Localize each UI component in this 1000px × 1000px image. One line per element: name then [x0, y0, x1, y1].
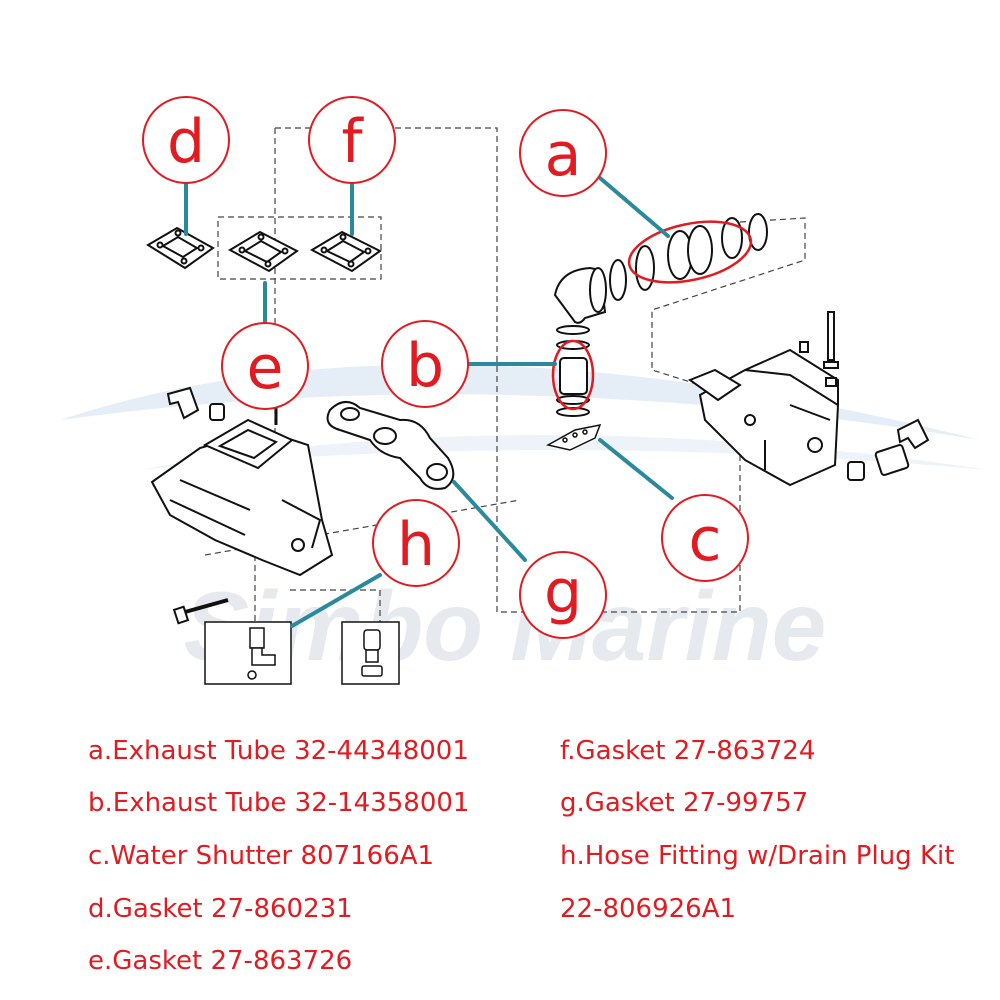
gasket-e: [227, 230, 299, 273]
legend-item-g: g.Gasket 27-99757: [560, 788, 809, 818]
callout-b: b: [381, 320, 469, 408]
callout-d: d: [142, 96, 230, 184]
hose-fitting-box: [204, 621, 292, 685]
callout-b-letter: b: [406, 331, 444, 401]
elbow-hardware: [799, 311, 930, 481]
callout-c: c: [661, 494, 749, 582]
legend-item-b: b.Exhaust Tube 32-14358001: [88, 788, 470, 818]
exhaust-manifold: [150, 418, 334, 577]
callout-c-letter: c: [689, 505, 722, 575]
leader-lines: [184, 176, 674, 628]
legend-item-f: f.Gasket 27-863724: [560, 736, 816, 766]
elbow-fitting-small: [166, 386, 225, 421]
gasket-g: [326, 401, 455, 490]
callout-e-letter: e: [247, 333, 284, 403]
callout-g-letter: g: [544, 557, 582, 627]
legend-item-c: c.Water Shutter 807166A1: [88, 841, 435, 871]
callout-d-letter: d: [167, 107, 205, 177]
callout-a-letter: a: [545, 120, 582, 190]
long-bolt: [172, 598, 229, 625]
exhaust-elbow: [687, 348, 840, 487]
callout-h-letter: h: [397, 510, 435, 580]
water-shutter-c: [545, 423, 602, 451]
gasket-f: [309, 230, 382, 273]
exhaust-tube-a: [553, 213, 768, 324]
background-swoosh-lower: [140, 435, 990, 470]
callout-e: e: [221, 322, 309, 410]
callout-f: f: [308, 96, 396, 184]
gasket-d: [146, 226, 215, 270]
callout-g: g: [519, 551, 607, 639]
tube-b-highlight: [551, 339, 595, 411]
callout-h: h: [372, 499, 460, 587]
legend-item-d: d.Gasket 27-860231: [88, 894, 353, 924]
tube-a-highlight: [627, 220, 753, 284]
legend-item-h-part-number: 22-806926A1: [560, 894, 737, 924]
legend-item-h: h.Hose Fitting w/Drain Plug Kit: [560, 841, 955, 871]
legend-item-e: e.Gasket 27-863726: [88, 946, 353, 976]
exhaust-tube-b: [556, 325, 590, 417]
legend-item-a: a.Exhaust Tube 32-44348001: [88, 736, 469, 766]
callout-f-letter: f: [341, 107, 364, 177]
callout-a: a: [519, 109, 607, 197]
background-swoosh: [60, 364, 980, 440]
drain-plug-box: [341, 621, 400, 685]
